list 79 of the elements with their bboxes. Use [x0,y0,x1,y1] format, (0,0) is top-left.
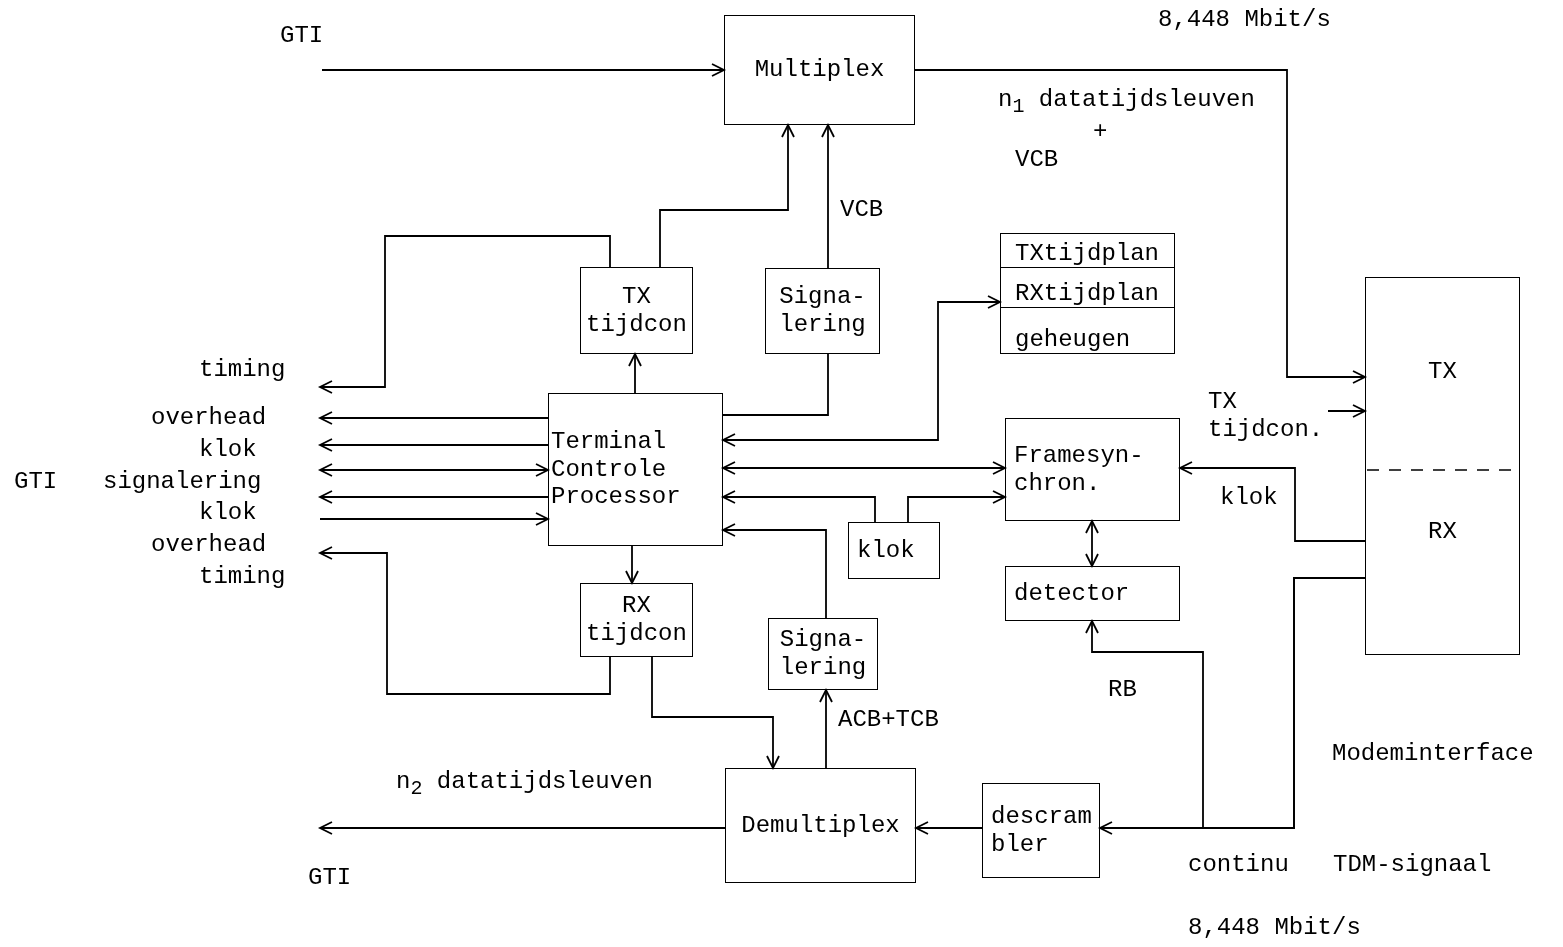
arrow [659,124,795,268]
arrow [319,512,549,526]
process-box [580,583,693,657]
box-label: RX tijdcon [585,592,688,648]
signal-label: n$_{1}$ datatijdsleuven [998,86,1255,119]
signal-label: TDM-signaal [1333,851,1492,880]
signal-label: VCB [840,196,884,225]
arrow [1327,404,1366,418]
process-box [724,15,915,125]
arrow [319,463,549,477]
box-label: klok [857,536,916,565]
box-label: Signa- lering [778,626,868,682]
signal-label: timing [199,563,286,592]
process-box [548,393,723,546]
signal-label: GTI [14,468,58,497]
arrow [319,821,726,835]
arrow [722,461,1006,475]
signal-label: + [1093,118,1108,147]
arrow [319,546,611,695]
process-box [982,783,1100,878]
modem-interface-box [1365,277,1520,655]
signal-label: ACB+TCB [838,706,939,735]
arrow [722,295,1001,447]
box-label: Signa- lering [778,283,867,339]
process-box [1005,418,1180,521]
box-label: Multiplex [753,56,886,84]
signal-label: TX tijdcon. [1208,388,1325,444]
arrow [319,438,549,452]
arrow [915,821,983,835]
box-label: Terminal Controle Processor [551,428,682,511]
signal-label: klok [199,436,257,465]
box-label: Demultiplex [740,811,901,840]
signal-label: n$_{2}$ datatijdsleuven [396,768,653,801]
signal-label: overhead [151,531,267,560]
memory-row: TXtijdplan [1001,234,1174,269]
signal-label: klok [199,499,257,528]
arrow [319,490,549,504]
signal-label: RB [1108,676,1137,705]
signal-label: signalering [103,468,262,497]
arrow [821,124,835,269]
memory-row-text: geheugen [1014,325,1132,353]
section-label: TX [1428,358,1457,386]
process-box [848,522,940,579]
process-box [1005,566,1180,621]
connector-line [722,353,829,416]
memory-table [1000,233,1175,354]
process-box [768,618,878,690]
signal-label: klok [1220,484,1278,513]
arrow [1179,461,1366,542]
box-label: detector [1014,579,1131,608]
box-label: Framesyn- chron. [1014,441,1145,498]
signal-label: 8,448 Mbit/s [1188,914,1361,943]
arrow [914,69,1366,384]
section-label: RX [1428,518,1457,546]
arrow [625,545,639,584]
arrow [651,656,780,769]
arrow [321,63,725,77]
arrow [1085,520,1099,567]
arrow [722,490,876,523]
box-label: descram bler [991,802,1093,859]
arrow [319,411,549,425]
signal-label: continu [1188,851,1289,880]
signal-label: overhead [151,404,267,433]
arrow [319,235,611,394]
arrow [628,353,642,394]
signal-label: Modeminterface [1332,740,1534,769]
signal-label: VCB [1015,146,1059,175]
box-label: TX tijdcon [585,282,688,339]
arrow [819,689,833,769]
signal-label: GTI [280,22,324,51]
arrow [722,523,827,619]
process-box [725,768,916,883]
signal-label: 8,448 Mbit/s [1158,6,1331,35]
process-box [580,267,693,354]
signal-label: GTI [308,864,352,893]
process-box [765,268,880,354]
arrow [907,490,1006,523]
signal-label: timing [199,356,286,385]
memory-row: RXtijdplan [1001,268,1174,308]
